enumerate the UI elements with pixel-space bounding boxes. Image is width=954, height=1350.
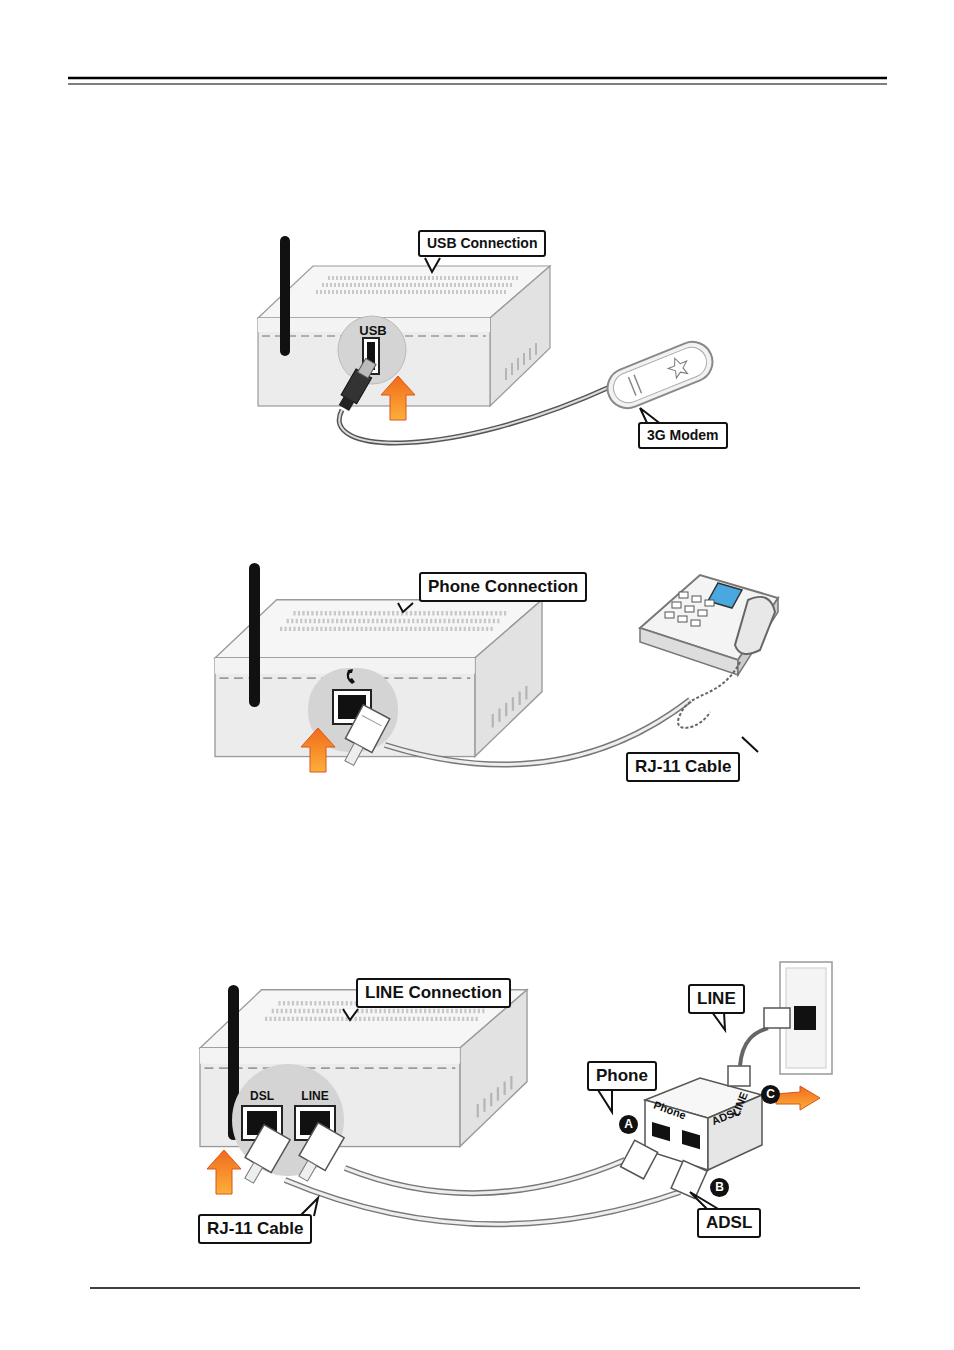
phone-figure	[215, 563, 778, 772]
callout-text: 3G Modem	[647, 427, 719, 443]
callout-text: B	[715, 1180, 724, 1194]
callout-text: USB Connection	[427, 235, 537, 251]
callout-box: ADSL	[697, 1208, 761, 1238]
callout-box: LINE	[688, 984, 745, 1014]
callout-text: ADSL	[706, 1213, 752, 1232]
callout-text: RJ-11 Cable	[635, 757, 731, 776]
page-rule	[68, 78, 887, 1288]
usb-figure	[258, 236, 718, 443]
callout-text: RJ-11 Cable	[207, 1219, 303, 1238]
port-label: ADSL	[710, 1105, 742, 1127]
callout-letter: A	[619, 1115, 638, 1134]
callout-box: RJ-11 Cable	[198, 1214, 312, 1244]
callout-text: Phone	[596, 1066, 648, 1085]
port-label: DSL	[250, 1089, 274, 1103]
callout-text: A	[624, 1117, 633, 1131]
port-label: Phone	[652, 1099, 688, 1122]
callout-text: C	[766, 1087, 775, 1101]
port-label: LINE	[301, 1089, 328, 1103]
port-label: USB	[359, 323, 386, 338]
callout-box: RJ-11 Cable	[626, 752, 740, 782]
callout-letter: B	[710, 1178, 729, 1197]
callout-letter: C	[761, 1085, 780, 1104]
callout-text: LINE Connection	[365, 983, 502, 1002]
callout-box: 3G Modem	[638, 422, 728, 449]
callout-box: LINE Connection	[356, 978, 511, 1008]
callout-box: USB Connection	[418, 230, 546, 257]
callout-text: Phone Connection	[428, 577, 578, 596]
callout-box: Phone	[587, 1061, 657, 1091]
callout-text: LINE	[697, 989, 736, 1008]
callout-box: Phone Connection	[419, 572, 587, 602]
line-figure	[200, 962, 832, 1224]
